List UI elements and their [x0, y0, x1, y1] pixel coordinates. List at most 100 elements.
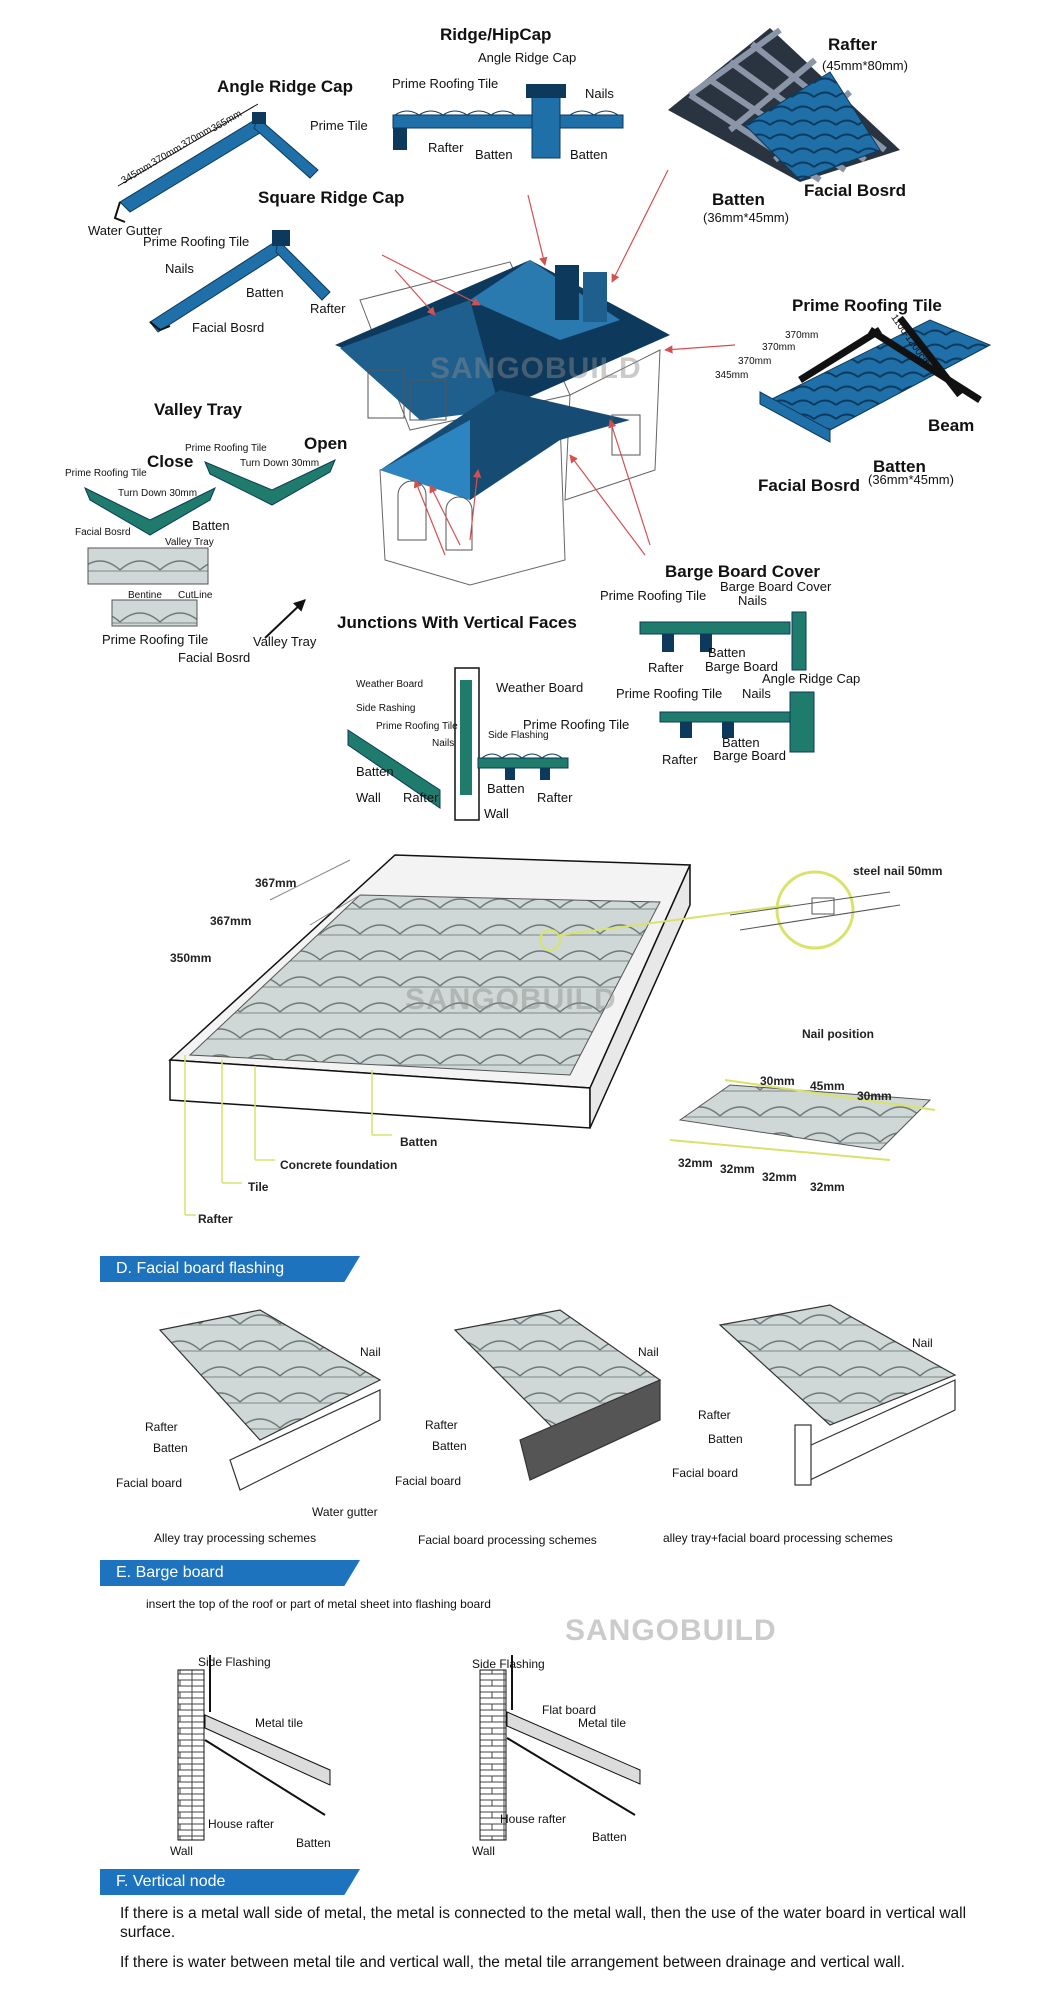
label-nail-position: Nail position [802, 1027, 874, 1041]
label-weather-board: Weather Board [496, 680, 584, 695]
label-wall: Wall [170, 1844, 193, 1858]
label-batten: Batten [873, 457, 926, 476]
label-barge-board: Barge Board [705, 659, 778, 674]
label-angle-ridge-cap: Angle Ridge Cap [762, 671, 861, 686]
ridge-hipcap-title: Ridge/HipCap [440, 25, 552, 44]
label-batten: Batten [708, 1432, 743, 1446]
label-prime-roofing-tile: Prime Roofing Tile [102, 632, 209, 647]
label-turn-down: Turn Down 30mm [240, 458, 320, 469]
label-rafter: Rafter [145, 1420, 178, 1434]
label-side-flashing: Side Flashing [488, 730, 549, 741]
valley-tray-diagram [84, 458, 336, 639]
label-batten: Batten [432, 1439, 467, 1453]
label-beam: Beam [928, 416, 975, 435]
dimension-label: 350mm [170, 951, 212, 965]
label-flat-board: Flat board [542, 1703, 597, 1717]
label-wall: Wall [472, 1844, 495, 1858]
label-facial-board: Facial board [116, 1476, 183, 1490]
caption-alley-tray: Alley tray processing schemes [154, 1531, 317, 1545]
label-prime-tile: Prime Tile [310, 118, 368, 133]
label-rafter: Rafter [428, 140, 464, 155]
label-facial-board: Facial Bosrd [804, 181, 907, 200]
label-rafter: Rafter [198, 1212, 233, 1226]
label-rafter: Rafter [662, 752, 698, 767]
rafter-frame-diagram [668, 27, 900, 183]
label-batten: Batten [570, 147, 608, 162]
label-nails: Nails [738, 593, 767, 608]
pointer-lines [381, 169, 736, 556]
label-barge-board-cover: Barge Board Cover [720, 579, 832, 594]
section-e-banner: E. Barge board [100, 1560, 360, 1586]
label-rafter: Rafter [828, 35, 878, 54]
paragraph-vertical-node-1: If there is a metal wall side of metal, … [120, 1905, 967, 1941]
label-prime-roofing-tile: Prime Roofing Tile [143, 234, 250, 249]
nail-dimension: 30mm [857, 1089, 892, 1103]
label-water-gutter: Water Gutter [88, 223, 162, 238]
label-nails: Nails [585, 86, 614, 101]
label-close: Close [147, 452, 194, 471]
nail-dimension: 45mm [810, 1079, 845, 1093]
section-e-diagrams [177, 1655, 641, 1841]
label-prime-roofing-tile: Prime Roofing Tile [185, 443, 267, 454]
dimension-label: 367mm [210, 914, 252, 928]
label-rafter: Rafter [403, 790, 439, 805]
section-e-subtitle: insert the top of the roof or part of me… [146, 1597, 491, 1611]
label-metal-tile: Metal tile [255, 1716, 304, 1730]
section-d-diagrams [158, 1304, 957, 1491]
label-valley-tray: Valley Tray [165, 537, 214, 548]
label-wall: Wall [356, 790, 381, 805]
label-nails: Nails [432, 738, 455, 749]
caption-combined: alley tray+facial board processing schem… [663, 1531, 893, 1545]
label-facial-board: Facial board [395, 1474, 462, 1488]
label-facial-board: Facial Bosrd [192, 320, 265, 335]
label-batten: Batten [708, 645, 746, 660]
label-facial-board: Facial Bosrd [178, 650, 251, 665]
junctions-diagram [347, 667, 569, 821]
prime-roofing-tile-diagram [759, 315, 992, 443]
label-rafter: Rafter [310, 301, 346, 316]
label-prime-roofing-tile: Prime Roofing Tile [600, 588, 707, 603]
label-weather-board: Weather Board [356, 679, 424, 690]
label-prime-roofing-tile: Prime Roofing Tile [376, 721, 458, 732]
label-facial-board: Facial Bosrd [75, 527, 131, 538]
caption-facial-board: Facial board processing schemes [418, 1533, 597, 1547]
junctions-title: Junctions With Vertical Faces [337, 613, 577, 632]
label-batten: Batten [592, 1830, 627, 1844]
label-nail: Nail [912, 1336, 933, 1350]
installation-diagram [168, 854, 936, 1216]
section-f-banner: F. Vertical node [100, 1869, 360, 1895]
square-ridge-cap-diagram [149, 230, 331, 333]
label-side-flashing: Side Rashing [356, 703, 416, 714]
dimension-label: 367mm [255, 876, 297, 890]
label-batten: Batten [712, 190, 765, 209]
watermark: SANGOBUILD [405, 983, 617, 1016]
label-nails: Nails [742, 686, 771, 701]
valley-tray-title: Valley Tray [154, 400, 242, 419]
label-facial-board: Facial board [672, 1466, 739, 1480]
label-batten: Batten [400, 1135, 438, 1149]
nail-dimension: 32mm [720, 1162, 755, 1176]
label-bentine: Bentine [128, 590, 162, 601]
dimension-label: 345mm [715, 370, 749, 381]
label-prime-roofing-tile: Prime Roofing Tile [523, 717, 630, 732]
nail-dimension: 32mm [678, 1156, 713, 1170]
label-concrete-foundation: Concrete foundation [280, 1158, 398, 1172]
label-batten: Batten [192, 518, 230, 533]
ridge-hipcap-diagram [392, 84, 624, 159]
label-rafter: Rafter [537, 790, 573, 805]
label-prime-roofing-tile: Prime Roofing Tile [392, 76, 499, 91]
label-steel-nail: steel nail 50mm [853, 864, 943, 878]
nail-dimension: 32mm [762, 1170, 797, 1184]
label-rafter: Rafter [425, 1418, 458, 1432]
label-rafter: Rafter [648, 660, 684, 675]
dimension-label: 370mm [785, 330, 819, 341]
paragraph-vertical-node-2: If there is water between metal tile and… [120, 1954, 905, 1971]
angle-ridge-cap-diagram [113, 103, 319, 223]
barge-board-diagram [639, 611, 815, 753]
nail-dimension: 32mm [810, 1180, 845, 1194]
label-facial-board: Facial Bosrd [758, 476, 861, 495]
label-nail: Nail [638, 1345, 659, 1359]
label-nails: Nails [165, 261, 194, 276]
label-batten: Batten [487, 781, 525, 796]
